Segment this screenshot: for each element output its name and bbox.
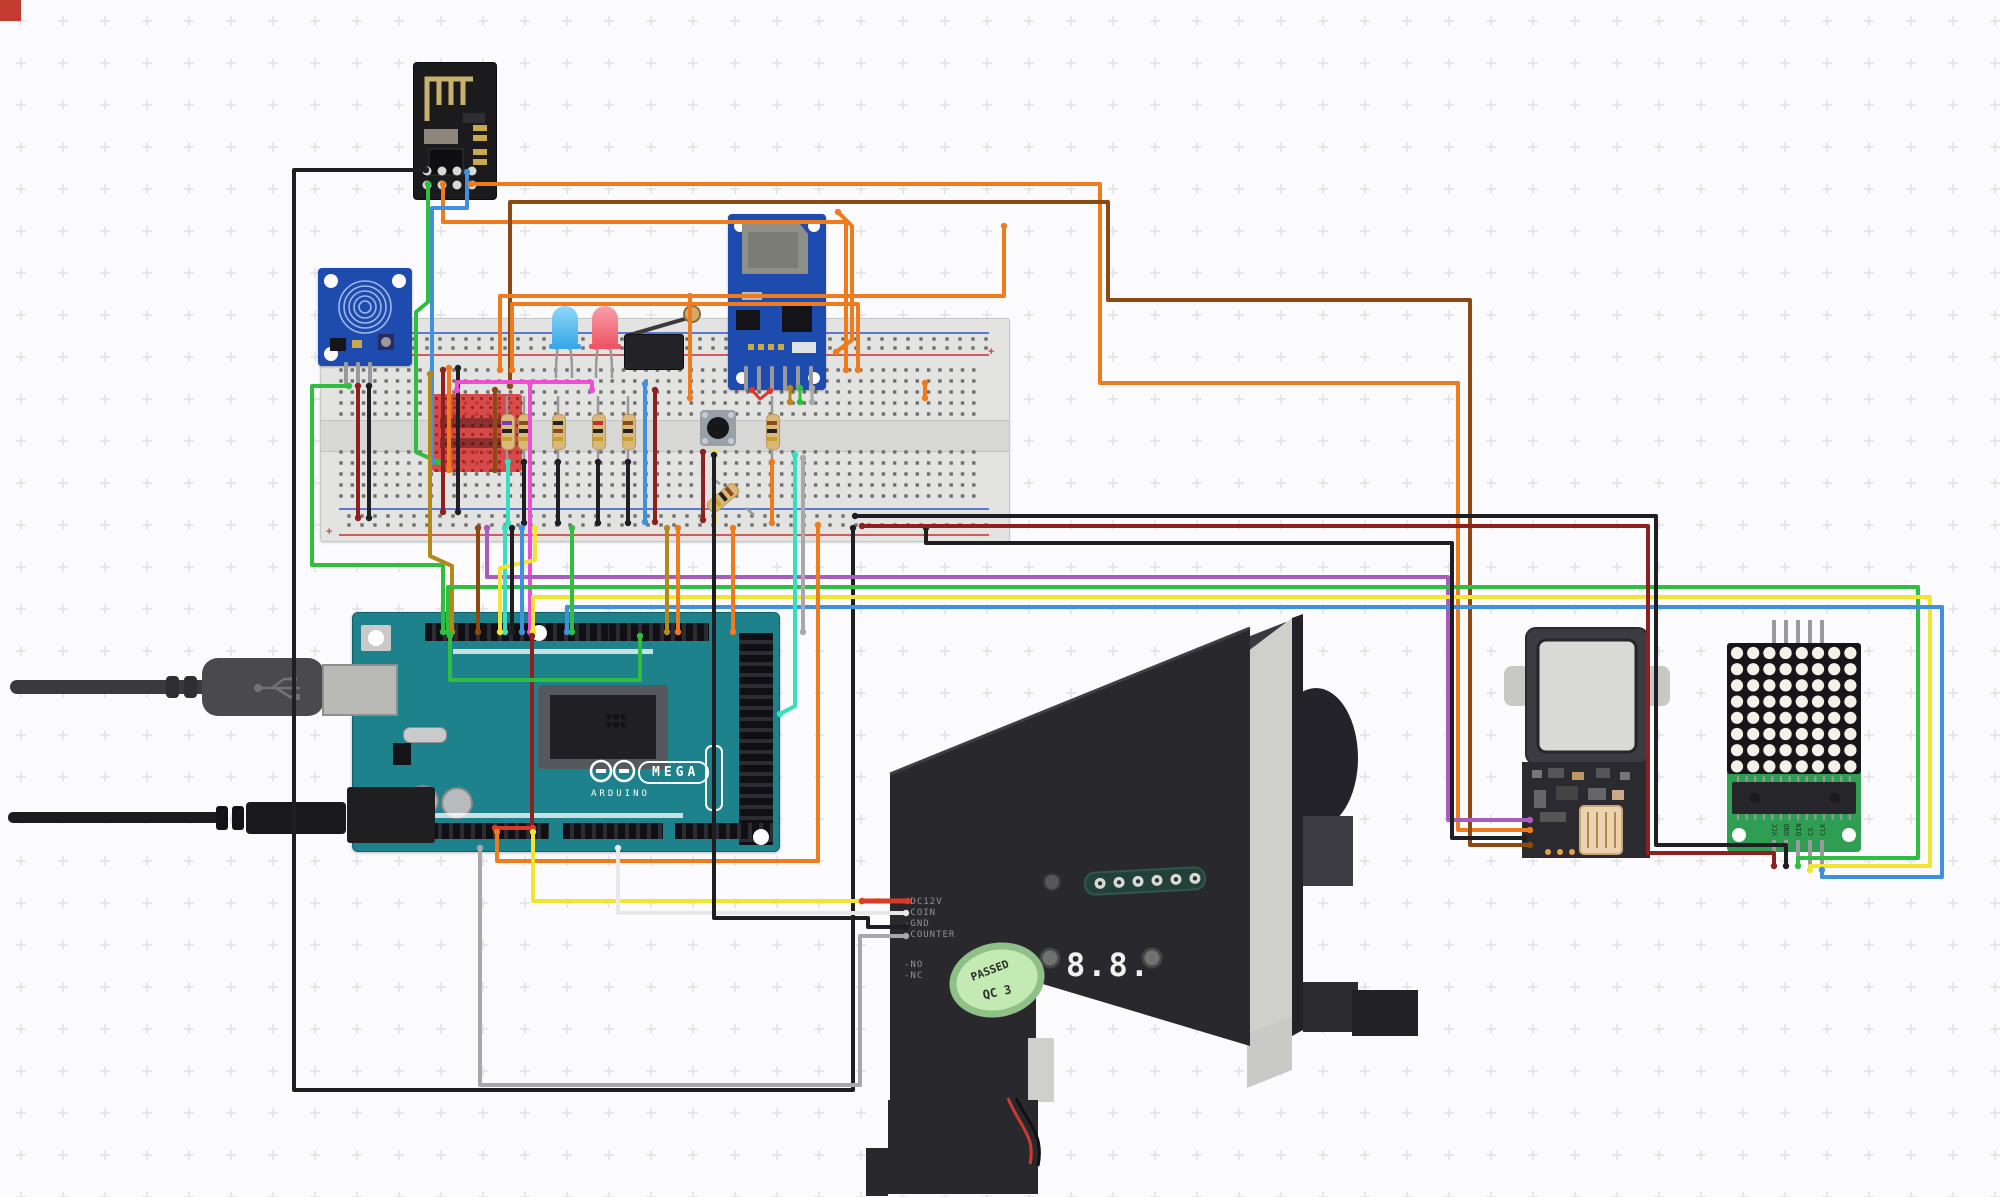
touch-pin <box>356 362 360 388</box>
blue-led[interactable] <box>552 306 578 346</box>
svg-text:CS: CS <box>1807 828 1815 836</box>
resistor[interactable] <box>622 414 636 450</box>
svg-text:DIN: DIN <box>1795 823 1803 836</box>
coin-relay-label: -NO <box>904 960 923 970</box>
coin-display: 8.8. <box>1066 946 1151 984</box>
sticker-bottom-text: QC 3 <box>981 982 1012 1002</box>
coin-front-plate <box>1247 618 1292 1054</box>
push-button-cap-icon <box>702 412 734 444</box>
coin-button-left[interactable] <box>1039 947 1061 969</box>
usb-cable-ferrule <box>184 676 197 698</box>
sd-pin <box>783 366 787 390</box>
usb-logo-icon <box>254 676 300 700</box>
resistor[interactable] <box>766 414 780 450</box>
coin-acceptor[interactable]: 8.8. -DC12V -COIN -GND -COUNTER -NO -NC … <box>860 600 1440 1197</box>
corner-marker <box>0 0 21 21</box>
esp8266-antenna-icon <box>422 76 487 190</box>
svg-text:GND: GND <box>1783 823 1791 836</box>
coin-pigtail-red <box>1006 1097 1033 1165</box>
esp8266-module[interactable] <box>413 62 497 200</box>
usb-connector-metal <box>322 664 398 716</box>
sd-slot-icon <box>734 214 820 384</box>
matrix-top-pins <box>1772 620 1824 646</box>
usb-cable-ferrule <box>166 676 179 698</box>
coin-foot-tab <box>866 1148 888 1196</box>
resistor[interactable] <box>518 414 532 450</box>
sd-pin <box>770 366 774 390</box>
power-barrel-plug[interactable] <box>246 802 346 834</box>
red-led[interactable] <box>592 306 618 346</box>
svg-text:VCC: VCC <box>1771 823 1779 836</box>
red-led-flange <box>589 344 621 349</box>
touch-pin <box>344 362 348 388</box>
coin-side-block <box>1352 990 1418 1036</box>
resistor[interactable] <box>501 414 515 450</box>
sd-card-module[interactable] <box>728 214 826 390</box>
push-button[interactable] <box>700 410 736 446</box>
touch-pad-icon <box>324 274 406 361</box>
coin-foot <box>888 1100 1038 1194</box>
coin-side-tab <box>1303 816 1353 886</box>
power-cable[interactable] <box>8 812 220 823</box>
coin-button-right[interactable] <box>1141 947 1163 969</box>
coin-side-tab <box>1303 982 1358 1032</box>
resistor[interactable] <box>552 414 566 450</box>
fingerprint-sensor[interactable] <box>1500 600 1690 870</box>
sd-pin <box>796 366 800 390</box>
touch-pin <box>368 362 372 388</box>
coin-pin-label: -COIN <box>904 908 936 918</box>
blue-led-flange <box>549 344 581 349</box>
coin-chute <box>1028 1038 1054 1102</box>
sd-pin <box>744 366 748 390</box>
svg-text:CLK: CLK <box>1819 823 1827 836</box>
usb-plug[interactable] <box>202 658 324 716</box>
matrix-display <box>1727 643 1861 774</box>
touch-sensor-module[interactable] <box>318 268 412 388</box>
coin-pin-label: -COUNTER <box>904 930 955 940</box>
sd-pin <box>757 366 761 390</box>
coin-bottom-tab <box>1247 1016 1292 1088</box>
qc-sticker: PASSED QC 3 <box>949 942 1045 1018</box>
coin-pin-label: -DC12V <box>904 897 943 907</box>
fingerprint-window <box>1536 638 1638 754</box>
sd-pin <box>809 366 813 390</box>
usb-cable[interactable] <box>10 680 210 694</box>
fingerprint-pads <box>1545 849 1575 855</box>
power-plug-ring <box>216 806 228 830</box>
coin-relay-label: -NC <box>904 971 923 981</box>
coin-pin-label: -GND <box>904 919 930 929</box>
micro-limit-switch[interactable] <box>624 334 684 370</box>
led-matrix-module[interactable]: VCC GND DIN CS CLK <box>1720 612 1905 874</box>
coin-panel-dot <box>1043 873 1061 891</box>
resistor[interactable] <box>592 414 606 450</box>
power-plug-ring <box>232 806 244 830</box>
coin-front-edge <box>1292 614 1303 1036</box>
coin-pigtail-black <box>1014 1097 1041 1167</box>
